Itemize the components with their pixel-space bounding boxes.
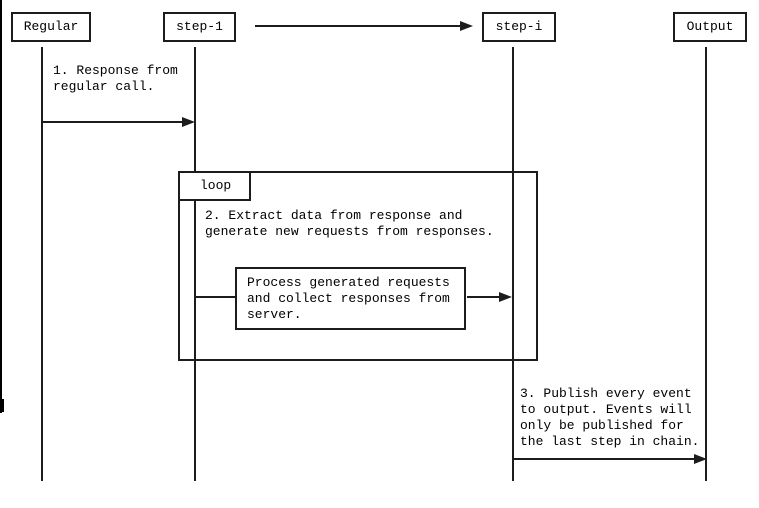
actor-output-label: Output — [686, 19, 734, 34]
steps-chain-arrowhead — [460, 21, 473, 31]
steps-chain-arrow-line — [255, 25, 460, 27]
process-box-label: Process generated requests and collect r… — [247, 275, 450, 322]
page-left-border — [0, 0, 2, 413]
message-3-arrowhead — [694, 454, 707, 464]
process-connector-right-line — [467, 296, 499, 298]
loop-fragment-frame — [178, 171, 538, 361]
process-connector-left-line — [196, 296, 235, 298]
actor-output: Output — [673, 12, 747, 42]
actor-step-1-label: step-1 — [176, 19, 223, 34]
actor-step-i: step-i — [482, 12, 556, 42]
message-2-label: 2. Extract data from response and genera… — [205, 208, 494, 239]
message-3-label: 3. Publish every event to output. Events… — [520, 386, 700, 449]
loop-fragment-label: loop — [200, 178, 232, 193]
actor-regular-label: Regular — [23, 19, 79, 34]
process-box: Process generated requests and collect r… — [235, 267, 466, 330]
actor-step-1: step-1 — [163, 12, 236, 42]
lifeline-step-i — [512, 47, 514, 481]
process-connector-arrowhead — [499, 292, 512, 302]
actor-step-i-label: step-i — [495, 19, 543, 34]
loop-fragment-label-box: loop — [178, 171, 251, 201]
lifeline-regular — [41, 47, 43, 481]
page-left-border-notch — [0, 399, 4, 412]
message-1-arrowhead — [182, 117, 195, 127]
message-1-label: 1. Response from regular call. — [53, 63, 178, 94]
lifeline-step-1 — [194, 47, 196, 481]
message-3-arrow-line — [514, 458, 694, 460]
lifeline-output — [705, 47, 707, 481]
actor-regular: Regular — [11, 12, 91, 42]
message-1-arrow-line — [43, 121, 182, 123]
